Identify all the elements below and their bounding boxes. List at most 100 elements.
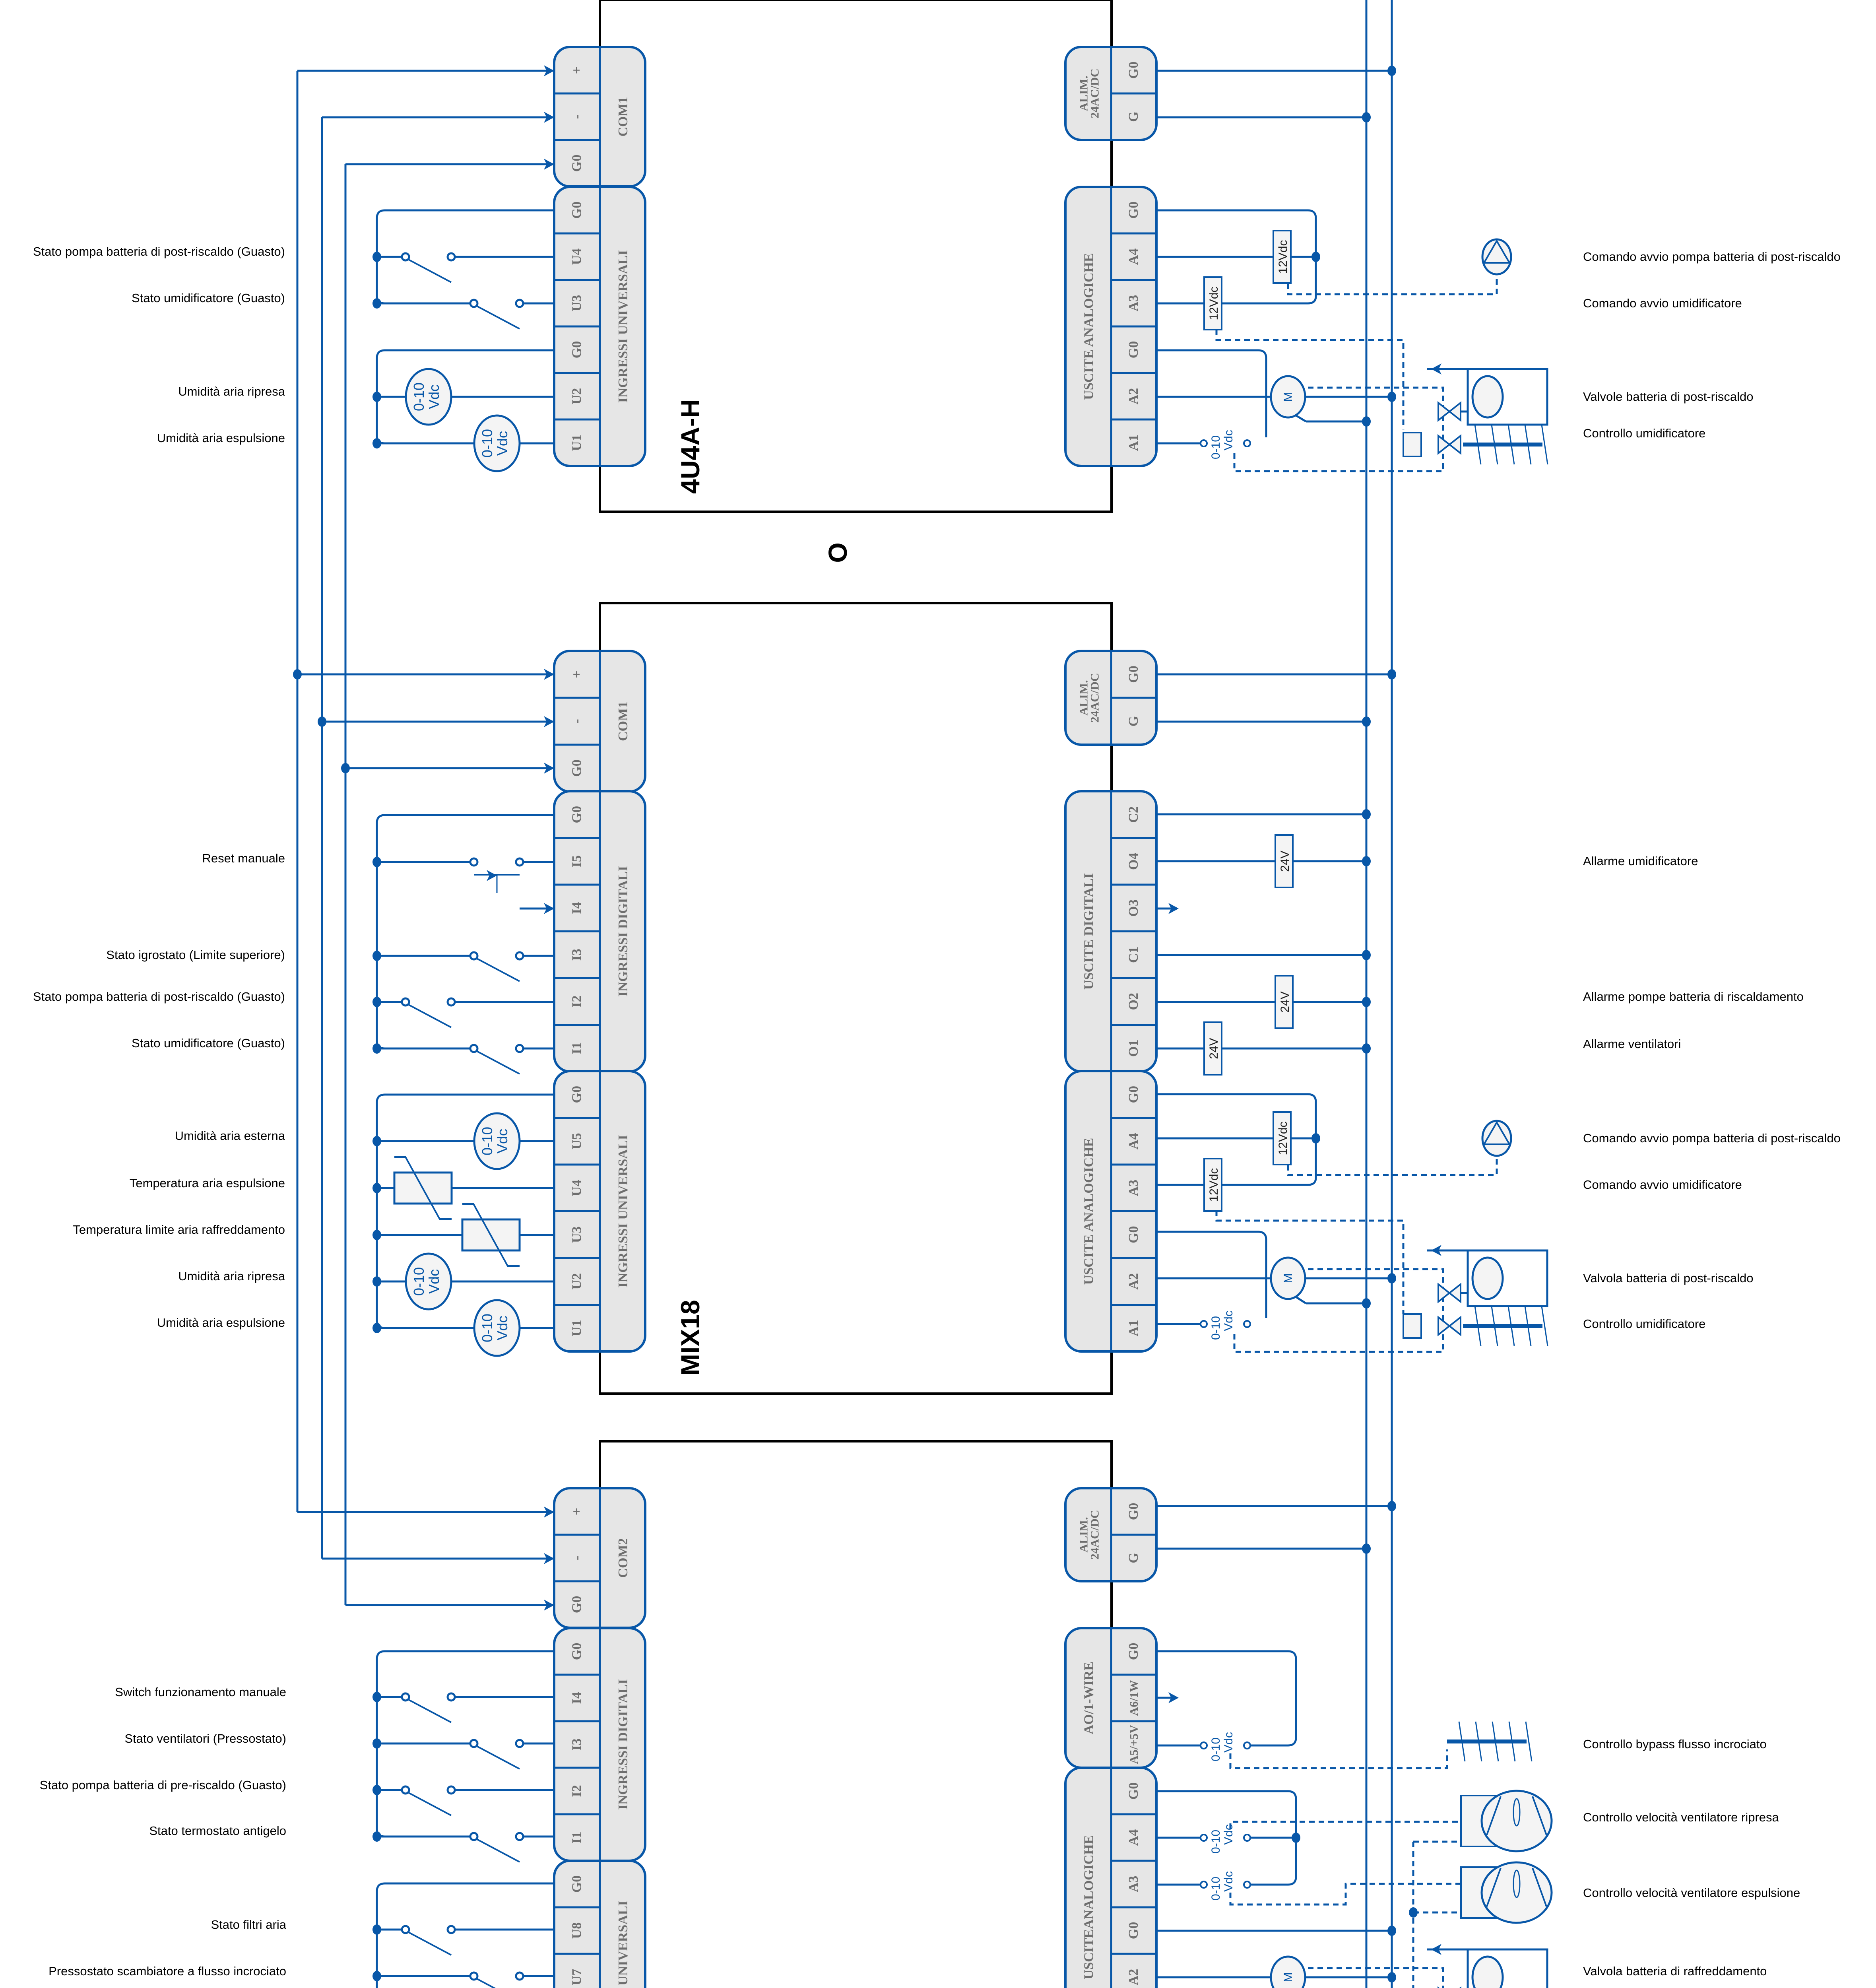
- svg-text:0-10: 0-10: [479, 1314, 495, 1342]
- input-label: Umidità aria ripresa: [178, 1269, 285, 1283]
- terminal-label: U1: [570, 1320, 584, 1336]
- output-label: Comando avvio pompa batteria di post-ris…: [1583, 250, 1841, 264]
- terminal-label: C1: [1126, 946, 1141, 963]
- output-label: Valvola batteria di post-riscaldo: [1583, 1271, 1753, 1285]
- svg-text:Vdc: Vdc: [426, 384, 442, 409]
- terminal-label: G0: [1126, 202, 1141, 219]
- terminal-label: U2: [570, 388, 584, 405]
- strip-name: INGRESSI UNIVERSALI: [616, 250, 631, 403]
- terminal-label: I2: [570, 1785, 584, 1797]
- terminal-label: U2: [570, 1273, 584, 1290]
- output-label: Allarme pompe batteria di riscaldamento: [1583, 990, 1804, 1004]
- terminal-label: I5: [570, 855, 584, 867]
- input-label: Stato pompa batteria di pre-riscaldo (Gu…: [40, 1778, 286, 1792]
- svg-text:12Vdc: 12Vdc: [1277, 1121, 1290, 1155]
- terminal-label: +: [570, 1508, 584, 1515]
- terminal-label: U1: [570, 435, 584, 451]
- input-point: [401, 252, 456, 262]
- terminal-label: G0: [570, 806, 584, 823]
- input-point: [401, 1785, 456, 1795]
- input-label: Stato pompa batteria di post-riscaldo (G…: [33, 245, 285, 258]
- input-label: Stato umidificatore (Guasto): [132, 1036, 285, 1050]
- output-label: Comando avvio pompa batteria di post-ris…: [1583, 1131, 1841, 1145]
- terminal-label: U8: [570, 1922, 584, 1939]
- output-label: Valvola batteria di raffreddamento: [1583, 1964, 1767, 1978]
- input-point: [461, 1203, 521, 1267]
- terminal-label: G0: [1126, 1086, 1141, 1103]
- svg-text:M: M: [1282, 1972, 1295, 1982]
- svg-text:0-10: 0-10: [411, 1267, 427, 1296]
- input-point: [469, 857, 524, 867]
- strip-name: INGRESSI UNIVERSALI: [616, 1135, 631, 1288]
- terminal-label: A4: [1126, 1133, 1141, 1149]
- svg-text:0-10: 0-10: [1209, 1316, 1222, 1340]
- svg-text:12Vdc: 12Vdc: [1207, 1168, 1220, 1202]
- terminal-label: A2: [1126, 1273, 1141, 1290]
- strip-name: AO/1-WIRE: [1082, 1662, 1096, 1734]
- svg-text:Vdc: Vdc: [494, 431, 510, 456]
- input-label: Stato igrostato (Limite superiore): [106, 948, 285, 962]
- svg-text:24AC/DC: 24AC/DC: [1088, 1510, 1102, 1560]
- svg-text:Vdc: Vdc: [1222, 430, 1235, 450]
- input-label: Umidità aria ripresa: [178, 384, 285, 398]
- terminal-label: O2: [1126, 993, 1141, 1010]
- input-point: [469, 951, 524, 961]
- svg-text:Vdc: Vdc: [494, 1316, 510, 1340]
- input-label: Switch funzionamento manuale: [115, 1685, 286, 1699]
- svg-text:Vdc: Vdc: [1222, 1732, 1235, 1753]
- terminal-label: A6/1W: [1127, 1680, 1141, 1716]
- input-point: [401, 997, 456, 1007]
- output-label: Comando avvio umidificatore: [1583, 296, 1742, 310]
- terminal-label: O3: [1126, 899, 1141, 916]
- terminal-label: I4: [570, 902, 584, 914]
- output-label: Controllo umidificatore: [1583, 426, 1705, 440]
- strip-name: COM1: [616, 97, 631, 136]
- terminal-label: U4: [570, 248, 584, 265]
- terminal-label: G0: [1126, 1503, 1141, 1520]
- strip-name: USCITE ANALOGICHE: [1082, 253, 1096, 400]
- terminal-label: I1: [570, 1831, 584, 1843]
- svg-text:24AC/DC: 24AC/DC: [1088, 673, 1102, 723]
- terminal-label: O1: [1126, 1040, 1141, 1057]
- svg-text:Vdc: Vdc: [1222, 1310, 1235, 1331]
- svg-text:M: M: [1282, 1274, 1295, 1283]
- device-title: MIX18: [675, 1300, 705, 1376]
- input-label: Stato termostato antigelo: [149, 1824, 286, 1838]
- terminal-label: G0: [1126, 1922, 1141, 1939]
- terminal-label: A2: [1126, 388, 1141, 405]
- terminal-label: U5: [570, 1133, 584, 1149]
- input-label: Umidità aria espulsione: [157, 1316, 285, 1330]
- input-label: Stato ventilatori (Pressostato): [124, 1732, 286, 1745]
- svg-text:24AC/DC: 24AC/DC: [1088, 69, 1102, 118]
- input-point: [401, 1692, 456, 1702]
- point-labels: Stato pompa batteria di post-riscaldo (G…: [33, 245, 1841, 1978]
- input-label: Stato umidificatore (Guasto): [132, 291, 285, 305]
- output-label: Controllo bypass flusso incrociato: [1583, 1737, 1767, 1751]
- output-label: Controllo umidificatore: [1583, 1317, 1705, 1331]
- input-label: Umidità aria esterna: [175, 1129, 285, 1143]
- terminal-label: G0: [1126, 1643, 1141, 1660]
- output-label: Controllo velocità ventilatore espulsion…: [1583, 1886, 1800, 1900]
- separator-mark: O: [823, 542, 852, 563]
- svg-text:ALIM.: ALIM.: [1077, 680, 1090, 715]
- terminal-label: I3: [570, 1738, 584, 1750]
- output-label: Controllo velocità ventilatore ripresa: [1583, 1810, 1779, 1824]
